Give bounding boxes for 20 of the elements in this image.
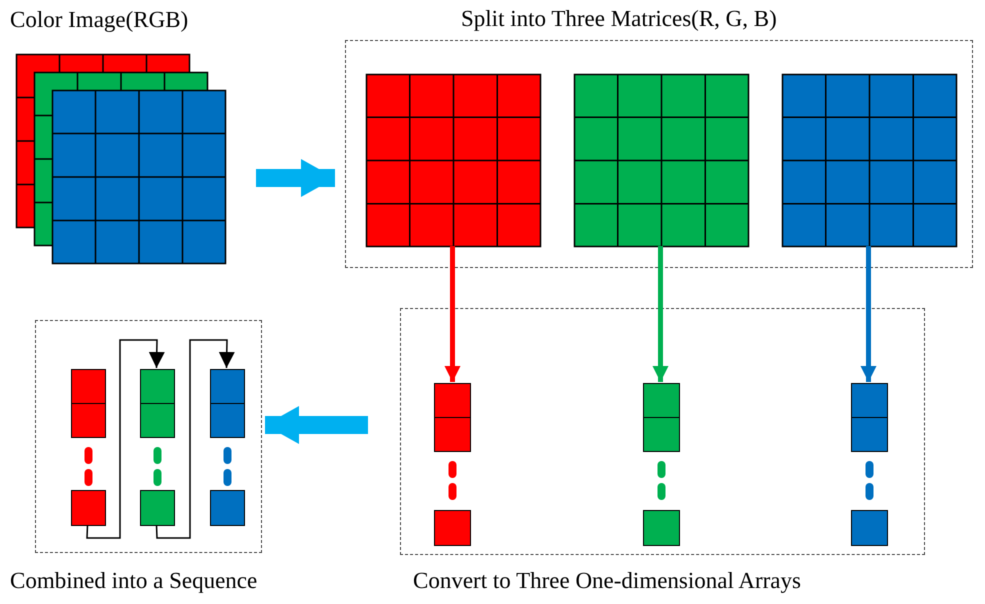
pixel-matrix: [782, 74, 957, 247]
pixel-array: [643, 383, 680, 546]
pixel-matrix: [366, 74, 541, 247]
panel-heading: Convert to Three One-dimensional Arrays: [413, 567, 801, 595]
arrow: [86, 339, 165, 539]
pixel-array: [71, 369, 106, 526]
panel-heading: Combined into a Sequence: [10, 567, 258, 595]
arrow: [156, 339, 235, 539]
pixel-array: [434, 383, 471, 546]
panel-heading: Color Image(RGB): [10, 6, 188, 34]
panel-heading: Split into Three Matrices(R, G, B): [461, 5, 777, 33]
pixel-array: [210, 369, 245, 526]
pixel-array: [851, 383, 888, 546]
arrow: [444, 246, 460, 382]
arrow: [265, 406, 368, 444]
arrow: [256, 159, 335, 197]
pixel-matrix: [574, 74, 749, 247]
arrow: [860, 246, 876, 382]
arrow: [652, 246, 668, 382]
pixel-array: [140, 369, 175, 526]
